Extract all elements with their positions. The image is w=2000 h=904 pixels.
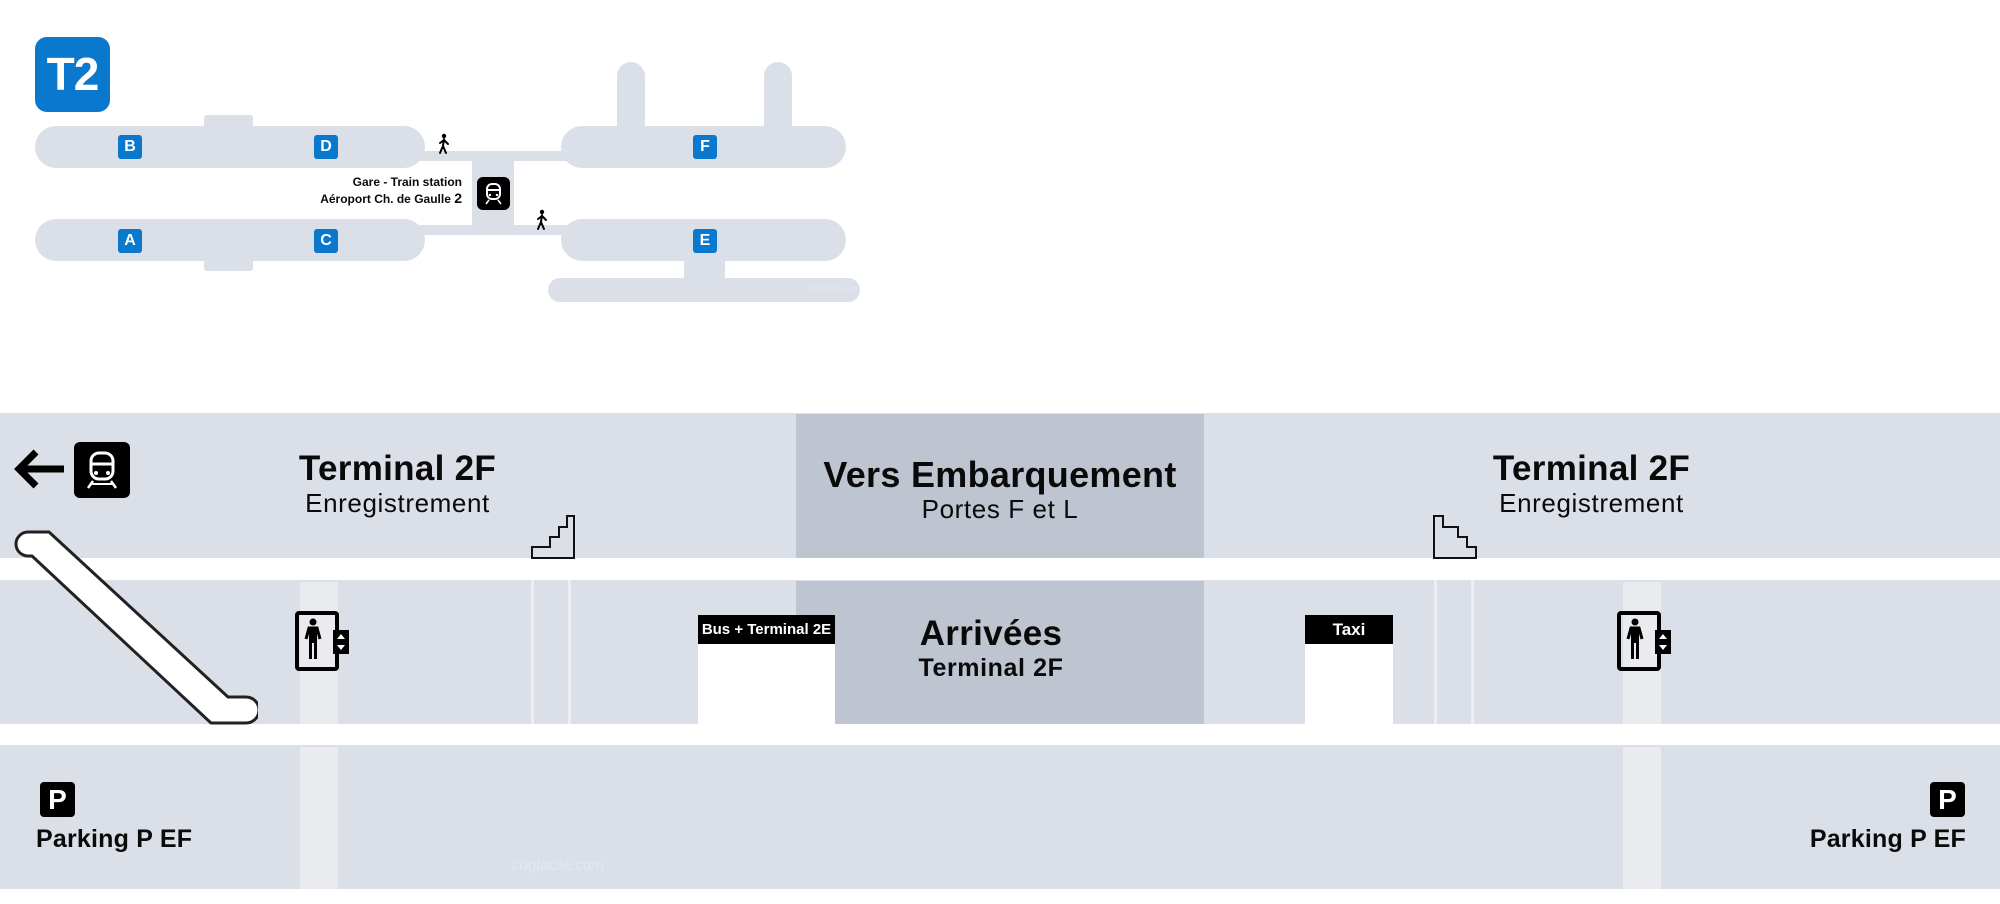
separator [531, 580, 534, 724]
boarding-gates-suffix: et L [1024, 494, 1079, 524]
elevator-shaft-left-lower [300, 747, 338, 889]
pedestrian-icon [439, 133, 449, 154]
gate-d-badge[interactable]: D [314, 135, 338, 159]
train-glyph [485, 183, 502, 205]
boarding-block [796, 414, 1204, 558]
pier-bd-connector [204, 115, 253, 129]
station-label: Gare - Train station Aéroport Ch. de Gau… [320, 174, 462, 207]
arrow-left-icon[interactable] [14, 448, 66, 490]
terminal-t2-badge: T2 [35, 37, 110, 112]
elevator-shaft-left [300, 582, 338, 724]
checkin-left-title-block: Terminal 2F Enregistrement [280, 449, 515, 519]
gate-f-badge[interactable]: F [693, 135, 717, 159]
train-icon[interactable] [477, 177, 510, 210]
separator [1471, 580, 1474, 724]
checkin-left-title: Terminal 2F [298, 449, 497, 488]
pier-e-connector [684, 258, 725, 280]
boarding-subtitle: Portes F et L [796, 494, 1204, 524]
overview-watermark: cdgfacile.com [808, 284, 857, 293]
pedestrian-icon [537, 209, 547, 230]
pier-ac [35, 219, 425, 261]
arrivals-title-block: Arrivées Terminal 2F [836, 615, 1146, 683]
train-icon[interactable] [74, 442, 130, 498]
parking-icon[interactable]: P [1930, 782, 1965, 817]
arrivals-subtitle: Terminal 2F [918, 654, 1064, 682]
elevator-icon[interactable] [295, 611, 351, 671]
stairs-down-icon[interactable] [1432, 514, 1478, 560]
checkin-right-title: Terminal 2F [1492, 449, 1691, 488]
parking-icon[interactable]: P [40, 782, 75, 817]
floorplan-watermark: cdgfacile.com [512, 857, 604, 874]
parking-right-label[interactable]: Parking P EF [1809, 825, 1966, 853]
station-number: 2 [454, 190, 462, 206]
checkin-right-title-block: Terminal 2F Enregistrement [1474, 449, 1709, 519]
elevator-shaft-right-lower [1623, 747, 1661, 889]
taxi-label: Taxi [1305, 615, 1393, 644]
station-label-line2: Aéroport Ch. de Gaulle 2 [320, 190, 462, 207]
boarding-title: Vers Embarquement [823, 454, 1177, 495]
elevator-shaft-right [1623, 582, 1661, 724]
parking-left-label[interactable]: Parking P EF [36, 825, 193, 853]
checkin-left-subtitle: Enregistrement [305, 488, 490, 518]
elevator-icon[interactable] [1617, 611, 1673, 671]
bus-terminal-2e-stop[interactable]: Bus + Terminal 2E [698, 615, 835, 724]
pier-bd [35, 126, 425, 168]
taxi-stand[interactable]: Taxi [1305, 615, 1393, 724]
escalator-icon[interactable] [14, 530, 258, 726]
checkin-right-subtitle: Enregistrement [1499, 488, 1684, 518]
pier-f-finger-2 [764, 62, 792, 132]
gate-a-badge[interactable]: A [118, 229, 142, 253]
separator [568, 580, 571, 724]
bus-terminal-2e-label: Bus + Terminal 2E [698, 615, 835, 644]
boarding-gates: Portes F [921, 494, 1025, 524]
corridor-bottom [420, 225, 570, 235]
arrivals-block [796, 581, 1204, 724]
arrivals-title: Arrivées [919, 614, 1063, 653]
gate-b-badge[interactable]: B [118, 135, 142, 159]
corridor-top [420, 151, 570, 161]
pier-f-finger-1 [617, 62, 645, 132]
station-name: Aéroport Ch. de Gaulle [320, 192, 455, 206]
pier-l [548, 278, 860, 302]
pier-ac-connector [204, 258, 253, 271]
gate-c-badge[interactable]: C [314, 229, 338, 253]
separator [1434, 580, 1437, 724]
train-glyph [86, 451, 118, 489]
boarding-title-block: Vers Embarquement Portes F et L [796, 454, 1204, 525]
gate-e-badge[interactable]: E [693, 229, 717, 253]
station-label-line1: Gare - Train station [352, 175, 462, 189]
stairs-up-icon[interactable] [530, 514, 576, 560]
